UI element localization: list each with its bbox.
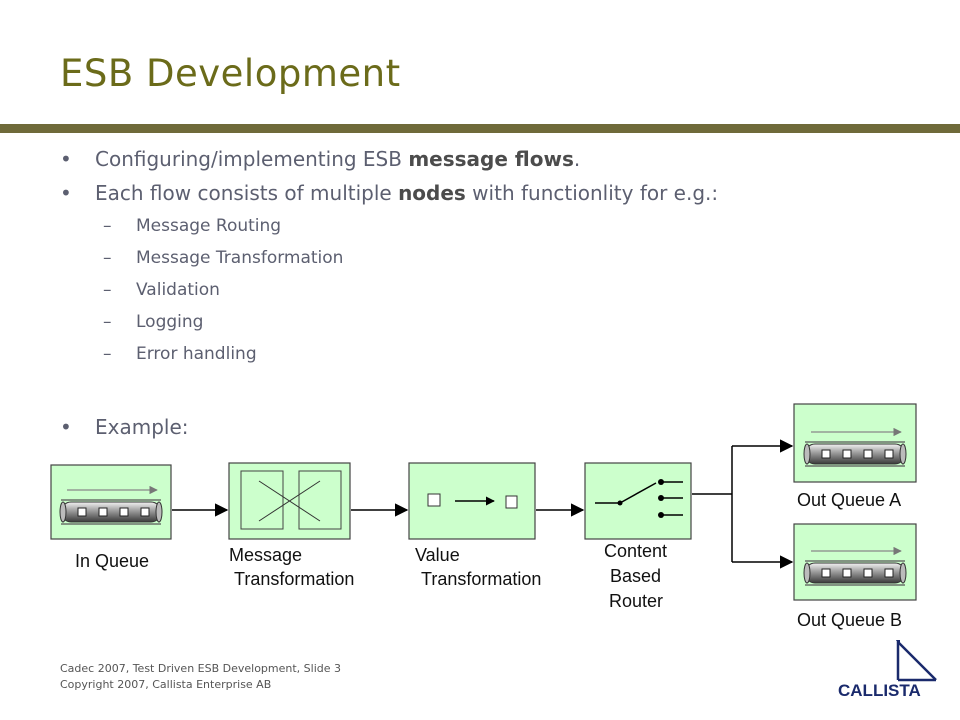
in-queue-node — [50, 464, 172, 540]
out-queue-b-node — [793, 523, 917, 601]
router-label-2: Based — [610, 566, 661, 586]
message-transformation-label-1: Message — [229, 545, 302, 565]
out-queue-a-node — [793, 403, 917, 483]
bullet-text: Each flow consists of multiple — [95, 181, 399, 205]
footer: Cadec 2007, Test Driven ESB Development,… — [60, 661, 341, 693]
content-router-node — [584, 462, 692, 540]
out-queue-b-label: Out Queue B — [797, 610, 902, 630]
router-label-3: Router — [609, 591, 663, 611]
slide-title: ESB Development — [60, 52, 401, 95]
footer-line-1: Cadec 2007, Test Driven ESB Development,… — [60, 662, 342, 675]
bullet-list: Configuring/implementing ESB message flo… — [58, 142, 938, 444]
router-label-1: Content — [604, 541, 667, 561]
bullet-text-end: . — [573, 147, 581, 171]
subitem-message-routing: Message Routing — [58, 210, 938, 242]
bullet-example: Example: — [58, 410, 938, 444]
message-transformation-node — [228, 462, 351, 540]
value-transformation-label-2: Transformation — [421, 569, 541, 589]
subitem-logging: Logging — [58, 306, 938, 338]
subitem-error-handling: Error handling — [58, 338, 938, 370]
bullet-nodes: Each flow consists of multiple nodes wit… — [58, 176, 938, 210]
bullet-text-end: with functionlity for e.g.: — [465, 181, 719, 205]
callista-logo: CALLISTA — [838, 640, 937, 700]
bullet-bold-text: message flows — [408, 147, 574, 171]
value-transformation-label-1: Value — [415, 545, 460, 565]
out-queue-a-label: Out Queue A — [797, 490, 901, 510]
bullet-message-flows: Configuring/implementing ESB message flo… — [58, 142, 938, 176]
in-queue-label: In Queue — [75, 551, 149, 571]
value-transformation-node — [408, 462, 536, 540]
logo-text: CALLISTA — [838, 681, 921, 700]
bullet-text: Configuring/implementing ESB — [95, 147, 409, 171]
subitem-validation: Validation — [58, 274, 938, 306]
subitem-message-transformation: Message Transformation — [58, 242, 938, 274]
footer-line-2: Copyright 2007, Callista Enterprise AB — [60, 678, 272, 691]
message-transformation-label-2: Transformation — [234, 569, 354, 589]
title-divider — [0, 124, 960, 133]
bullet-bold-text: nodes — [398, 181, 466, 205]
